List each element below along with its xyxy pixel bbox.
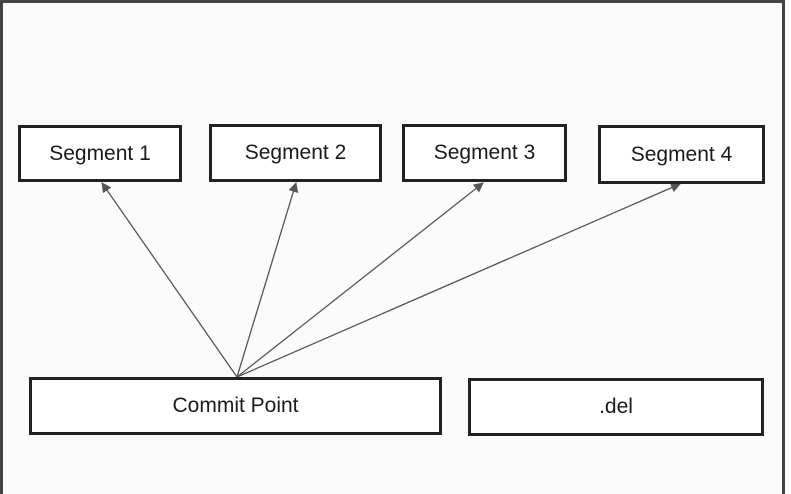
segment-1-box: Segment 1 — [18, 125, 182, 182]
arrow-commit-to-segment-1 — [101, 182, 238, 378]
segment-2-box: Segment 2 — [209, 124, 382, 182]
segment-1-label: Segment 1 — [49, 141, 151, 165]
arrow-commit-to-segment-3 — [236, 182, 484, 378]
segment-3-label: Segment 3 — [433, 141, 536, 164]
del-file-box: .del — [468, 378, 764, 436]
segment-4-box: Segment 4 — [598, 125, 765, 184]
del-file-label: .del — [599, 395, 633, 418]
segment-3-box: Segment 3 — [402, 124, 567, 182]
arrow-commit-to-segment-4 — [236, 183, 681, 378]
segment-4-label: Segment 4 — [630, 142, 733, 166]
segment-2-label: Segment 2 — [244, 141, 347, 164]
arrow-commit-to-segment-2 — [236, 182, 299, 378]
commit-point-label: Commit Point — [172, 394, 299, 417]
commit-point-box: Commit Point — [29, 377, 442, 435]
